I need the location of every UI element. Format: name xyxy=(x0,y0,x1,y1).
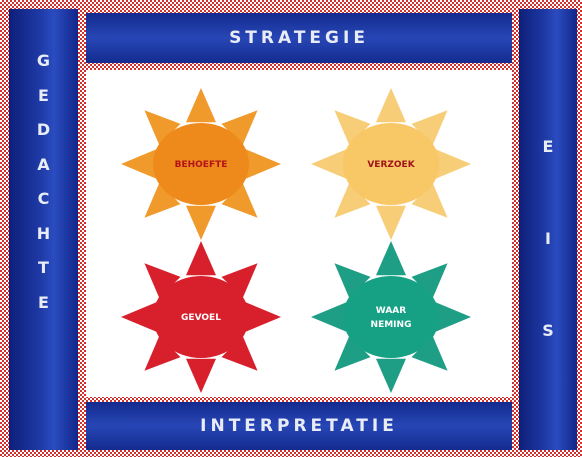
sun-ray xyxy=(376,241,406,276)
center-area: BEHOEFTE VERZOEK GEVOEL WAAR NEMING xyxy=(86,70,512,397)
sun-ray xyxy=(311,149,347,179)
top-panel: STRATEGIE xyxy=(86,13,512,63)
sun-ray xyxy=(221,263,258,299)
left-letter: H xyxy=(36,223,51,243)
sun-ray xyxy=(311,302,347,332)
bottom-label: INTERPRETATIE xyxy=(200,416,398,436)
right-letter: I xyxy=(545,229,551,248)
bottom-panel: INTERPRETATIE xyxy=(86,402,512,450)
sun-ray xyxy=(186,88,216,123)
right-letter: S xyxy=(542,321,554,340)
sun-ray xyxy=(411,182,448,218)
sun-ray xyxy=(121,149,157,179)
sun-ray xyxy=(411,263,448,299)
sun-ray xyxy=(411,335,448,371)
sun-ray xyxy=(186,358,216,393)
sun-ray xyxy=(411,110,448,146)
sun-label: NEMING xyxy=(371,320,412,330)
sun-ray xyxy=(121,302,157,332)
sun-1: BEHOEFTE xyxy=(121,88,281,240)
sun-label: BEHOEFTE xyxy=(175,160,228,170)
sun-body xyxy=(153,276,249,358)
sun-ray xyxy=(221,182,258,218)
left-letter: D xyxy=(36,120,51,139)
sun-label: WAAR xyxy=(376,306,406,316)
sun-label: GEVOEL xyxy=(181,313,221,323)
sun-ray xyxy=(186,241,216,276)
sun-ray xyxy=(221,335,258,371)
sun-ray xyxy=(334,110,371,146)
left-letter: E xyxy=(38,85,49,105)
sun-ray xyxy=(186,205,216,240)
top-label: STRATEGIE xyxy=(229,28,369,48)
sun-ray xyxy=(376,88,406,123)
sun-body xyxy=(153,123,249,205)
sun-ray xyxy=(144,110,181,146)
sun-ray xyxy=(376,358,406,393)
sun-body xyxy=(343,276,439,358)
sun-ray xyxy=(144,182,181,218)
left-letter: A xyxy=(37,154,50,174)
sun-ray xyxy=(334,335,371,371)
sun-4: WAAR NEMING xyxy=(311,241,471,393)
left-letter: E xyxy=(38,292,49,312)
right-letter: E xyxy=(542,137,554,156)
sun-body xyxy=(343,123,439,205)
sun-ray xyxy=(245,302,281,332)
left-letter: G xyxy=(36,51,51,70)
sun-ray xyxy=(245,149,281,179)
sun-ray xyxy=(334,263,371,299)
right-panel-eis: E I S xyxy=(519,9,577,450)
left-letter: T xyxy=(38,258,49,277)
sun-3: GEVOEL xyxy=(121,241,281,393)
sun-ray xyxy=(144,263,181,299)
sun-ray xyxy=(144,335,181,371)
sun-ray xyxy=(435,149,471,179)
sun-ray xyxy=(334,182,371,218)
sun-label: VERZOEK xyxy=(367,160,415,170)
sun-ray xyxy=(435,302,471,332)
sun-ray xyxy=(221,110,258,146)
sun-ray xyxy=(376,205,406,240)
sun-2: VERZOEK xyxy=(311,88,471,240)
left-letter: C xyxy=(37,189,50,208)
suns-diagram: BEHOEFTE VERZOEK GEVOEL WAAR NEMING xyxy=(121,88,471,393)
